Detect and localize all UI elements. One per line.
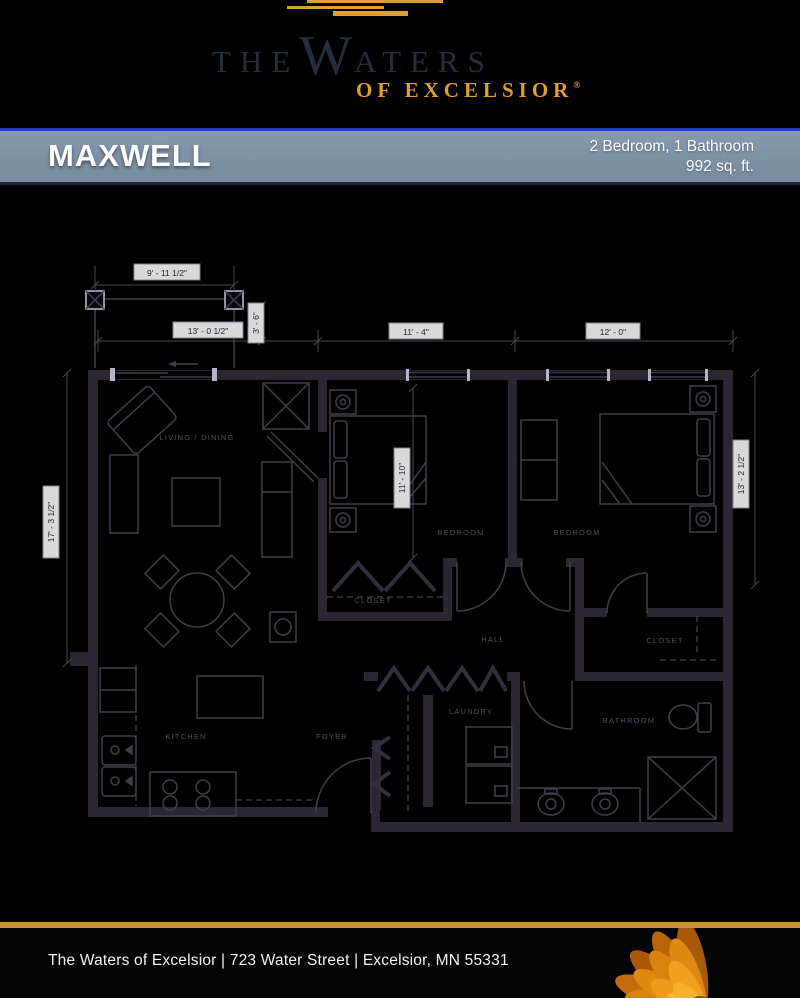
footer: The Waters of Excelsior | 723 Water Stre… bbox=[0, 928, 800, 998]
nightstand bbox=[329, 389, 357, 415]
logo-aters: ATERS bbox=[354, 44, 494, 79]
door-arc bbox=[606, 572, 648, 614]
chair bbox=[143, 611, 181, 649]
room-label-closet-2: CLOSET bbox=[646, 636, 683, 645]
hanger-icon bbox=[370, 770, 392, 798]
logo-subtitle: OF EXCELSIOR® bbox=[356, 78, 581, 102]
dimension-label: 13' - 2 1/2" bbox=[736, 454, 746, 495]
door-leaf bbox=[270, 431, 319, 479]
header: THEWATERS OF EXCELSIOR® bbox=[0, 0, 800, 128]
nightstand bbox=[329, 507, 357, 533]
dimension-label: 13' - 0 1/2" bbox=[188, 326, 229, 336]
room-label-foyer: FOYER bbox=[316, 732, 348, 741]
dimension-label: 3' - 6" bbox=[251, 312, 261, 334]
window bbox=[546, 369, 610, 381]
door-arc bbox=[520, 561, 571, 612]
dimension-label: 9' - 11 1/2" bbox=[147, 268, 187, 278]
dimension-label: 12' - 0" bbox=[600, 327, 626, 337]
room-label-bedroom-2: BEDROOM bbox=[553, 528, 600, 537]
flower-image bbox=[610, 928, 709, 998]
window bbox=[648, 369, 708, 381]
kitchen-island bbox=[196, 675, 264, 719]
dresser bbox=[520, 419, 558, 501]
dining-table bbox=[169, 572, 225, 628]
sink bbox=[591, 788, 619, 816]
windows bbox=[110, 361, 708, 381]
washer bbox=[465, 726, 513, 765]
footer-address: The Waters of Excelsior | 723 Water Stre… bbox=[48, 952, 509, 969]
media-console bbox=[261, 461, 293, 558]
plan-specs: 2 Bedroom, 1 Bathroom 992 sq. ft. bbox=[589, 138, 754, 175]
room-label-bedroom-1: BEDROOM bbox=[437, 528, 484, 537]
refrigerator bbox=[99, 667, 137, 713]
hanger-icon bbox=[331, 559, 385, 593]
plan-name: MAXWELL bbox=[48, 138, 212, 173]
logo-accent-bar bbox=[287, 6, 384, 9]
door-arc bbox=[523, 680, 573, 730]
furniture bbox=[99, 382, 717, 822]
coffee-table bbox=[171, 477, 221, 527]
room-label-kitchen: KITCHEN bbox=[165, 732, 206, 741]
room-labels: LIVING / DINING BEDROOM BEDROOM CLOSET H… bbox=[159, 433, 683, 741]
chair bbox=[214, 553, 252, 591]
chair bbox=[143, 553, 181, 591]
hanger-icon bbox=[444, 664, 480, 693]
slider-arrow-icon bbox=[168, 361, 198, 367]
registered-mark: ® bbox=[573, 80, 581, 90]
plan-banner: MAXWELL 2 Bedroom, 1 Bathroom 992 sq. ft… bbox=[0, 128, 800, 185]
stove bbox=[149, 771, 237, 817]
sink bbox=[537, 788, 565, 816]
logo-accent-bar bbox=[333, 11, 408, 16]
dishwasher bbox=[101, 766, 137, 797]
room-label-hall: HALL bbox=[481, 635, 505, 644]
logo-wordmark: THEWATERS bbox=[212, 24, 494, 88]
entry-door-arc bbox=[315, 757, 372, 814]
utility-column bbox=[262, 382, 310, 430]
hanger-icon bbox=[383, 559, 437, 593]
dimension-label: 11' - 10" bbox=[397, 463, 407, 493]
room-label-laundry: LAUNDRY bbox=[449, 707, 493, 716]
bed bbox=[329, 415, 427, 505]
hanger-icon bbox=[370, 735, 392, 761]
footer-accent-bar bbox=[0, 922, 800, 928]
logo-the: THE bbox=[212, 44, 300, 79]
armchair bbox=[107, 385, 177, 455]
shower bbox=[647, 756, 717, 820]
dimension-lines bbox=[62, 266, 760, 668]
bed bbox=[599, 413, 715, 505]
lamp-table bbox=[269, 611, 297, 643]
chair bbox=[214, 611, 252, 649]
nightstand bbox=[689, 385, 717, 413]
logo-w-initial: W bbox=[299, 25, 355, 87]
window bbox=[406, 369, 470, 381]
toilet bbox=[668, 702, 712, 733]
dimension-labels: 9' - 11 1/2" 13' - 0 1/2" 3' - 6" 11' - … bbox=[42, 263, 750, 559]
room-label-bathroom: BATHROOM bbox=[603, 716, 655, 725]
room-label-living-dining: LIVING / DINING bbox=[159, 433, 234, 442]
dimension-label: 17' - 3 1/2" bbox=[46, 502, 56, 543]
kitchen-sink bbox=[101, 735, 137, 766]
dryer bbox=[465, 765, 513, 804]
door-arc bbox=[456, 561, 507, 612]
dimension-label: 11' - 4" bbox=[403, 327, 429, 337]
nightstand bbox=[689, 505, 717, 533]
logo-accent-bar bbox=[307, 0, 443, 3]
column-marker bbox=[224, 290, 244, 310]
hanger-icon bbox=[376, 664, 412, 693]
column-marker bbox=[85, 290, 105, 310]
hanger-icon bbox=[478, 663, 508, 692]
sofa bbox=[109, 454, 139, 534]
hanger-icon bbox=[410, 664, 446, 693]
room-label-closet-1: CLOSET bbox=[354, 596, 391, 605]
